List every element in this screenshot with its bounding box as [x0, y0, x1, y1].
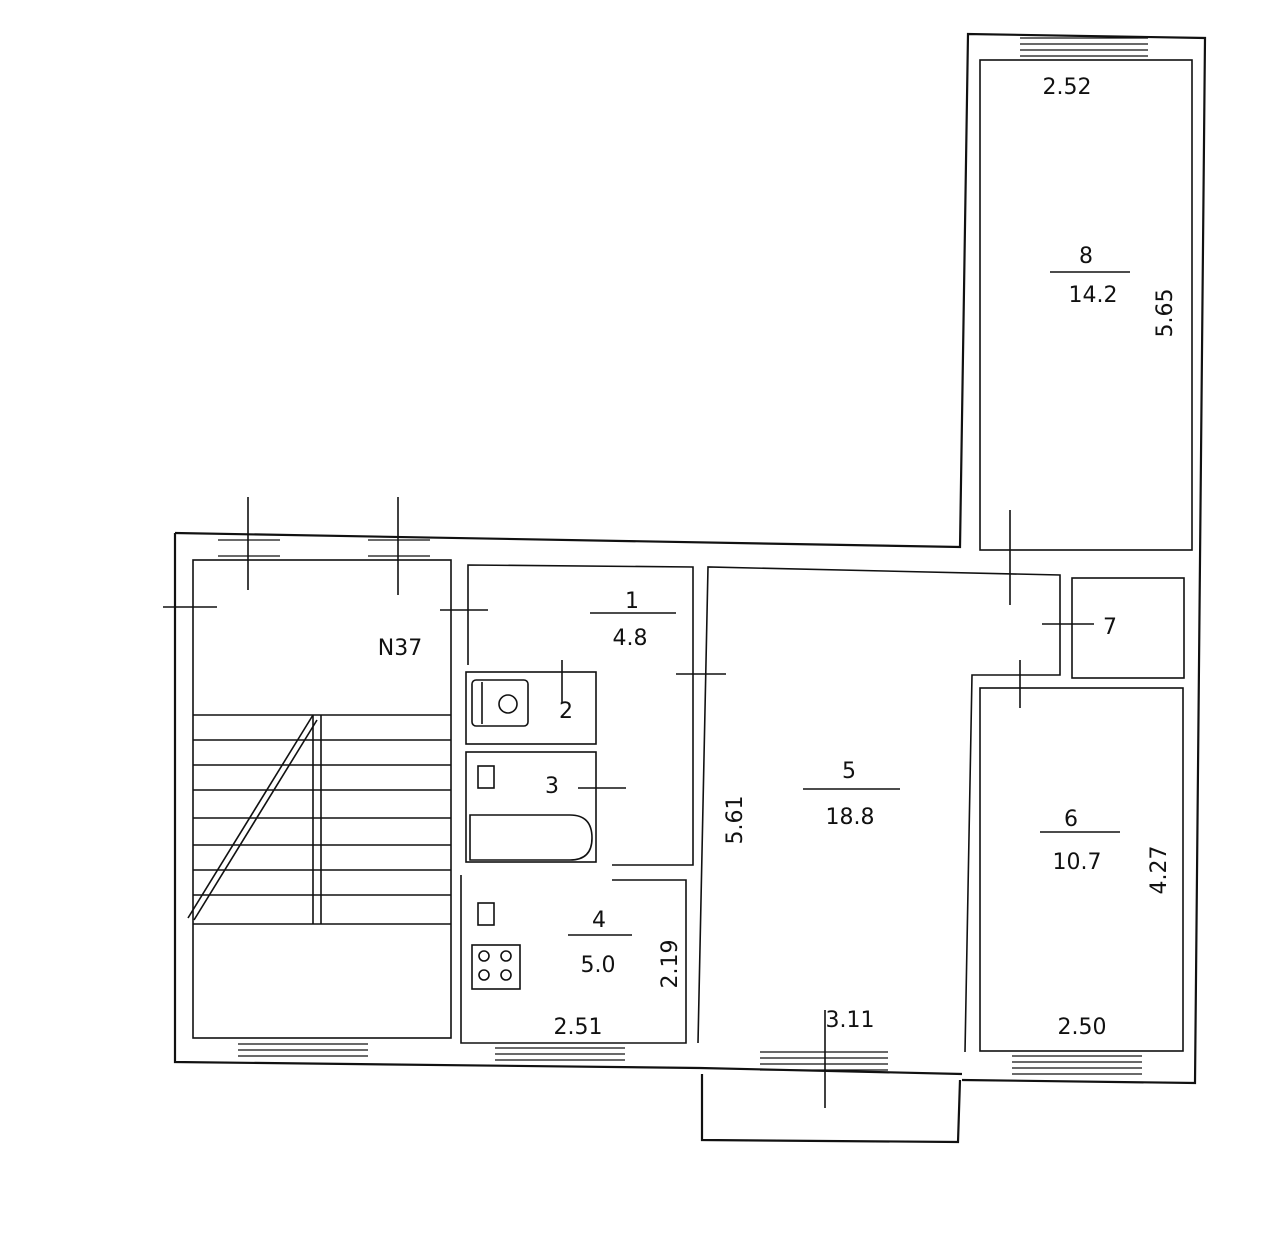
stairwell: [187, 559, 452, 1039]
dim-room4-width: 2.51: [554, 1015, 603, 1040]
fraction-bars: [568, 271, 1130, 936]
room-1: [467, 564, 694, 866]
room-7-number: 7: [1103, 615, 1117, 640]
room-1-number: 1: [625, 589, 639, 614]
room-4: [460, 875, 687, 1044]
windows: [218, 37, 1148, 1075]
room-4-area: 5.0: [581, 953, 616, 978]
room-7: [1071, 577, 1185, 679]
room-3-number: 3: [545, 774, 559, 799]
window-stair-top: [218, 539, 430, 557]
window-stair-bottom: [238, 1043, 368, 1057]
dim-room8-length: 5.65: [1153, 289, 1178, 338]
door-marks: [163, 497, 1094, 1108]
room-4-number: 4: [592, 908, 606, 933]
apartment-label: N37: [378, 636, 422, 661]
room-5-number: 5: [842, 759, 856, 784]
room-8-number: 8: [1079, 244, 1093, 269]
dim-room8-width: 2.52: [1043, 75, 1092, 100]
window-room6: [1012, 1055, 1142, 1075]
room-6: [979, 687, 1184, 1052]
dim-room4-length: 2.19: [658, 940, 683, 989]
dim-room5-width: 3.11: [826, 1008, 875, 1033]
window-room8: [1020, 37, 1148, 57]
window-kitchen: [495, 1047, 625, 1061]
room-6-area: 10.7: [1053, 850, 1102, 875]
room-3: [465, 751, 597, 863]
window-room5: [760, 1051, 888, 1071]
room-1-area: 4.8: [613, 626, 648, 651]
room-5-area: 18.8: [826, 805, 875, 830]
room-5: [697, 566, 1061, 1053]
dim-room5-length: 5.61: [723, 796, 748, 845]
room-6-number: 6: [1064, 807, 1078, 832]
room-8: [979, 59, 1193, 551]
room-2: [465, 671, 597, 745]
room-8-area: 14.2: [1069, 283, 1118, 308]
dim-room6-width: 2.50: [1058, 1015, 1107, 1040]
dim-room6-length: 4.27: [1147, 846, 1172, 895]
room-2-number: 2: [559, 699, 573, 724]
outer-walls: [173, 32, 1207, 1144]
